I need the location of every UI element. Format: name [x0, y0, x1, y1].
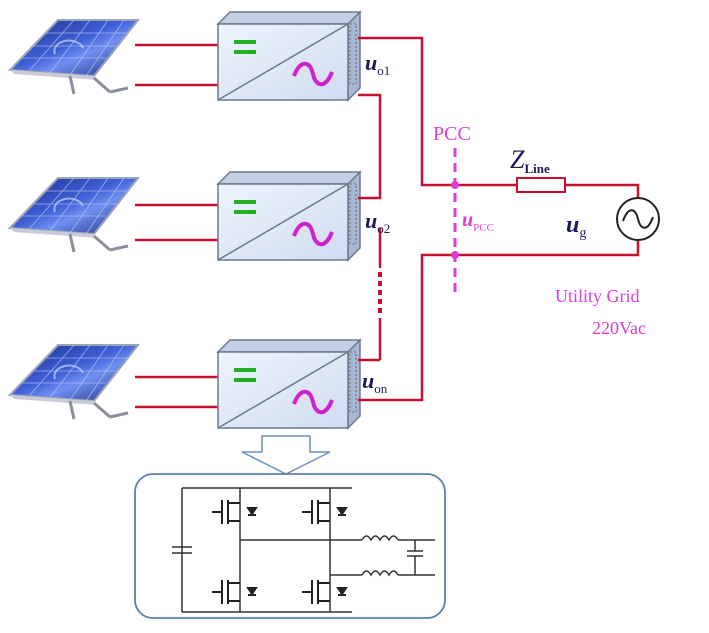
pcc-node-top	[451, 181, 459, 189]
label-utility-grid: Utility Grid	[555, 286, 640, 306]
mosfet-icon-2	[302, 500, 348, 524]
arrow-down-icon	[241, 435, 331, 475]
solar-panel-icon-2	[8, 176, 140, 254]
label-uon: uon	[362, 368, 388, 396]
label-upcc: uPCC	[462, 209, 494, 234]
inverter-box-icon-1	[216, 10, 362, 102]
solar-panel-icon-3	[8, 343, 140, 421]
label-uo2: uo2	[365, 208, 390, 236]
solar-panel-icon-1	[8, 18, 140, 96]
ac-source-icon	[616, 197, 660, 241]
label-voltage: 220Vac	[592, 318, 646, 338]
label-zline: ZLine	[510, 145, 550, 176]
inverter-box-icon-3	[216, 338, 362, 430]
ac-wires	[358, 36, 640, 402]
inverter-box-icon-2	[216, 170, 362, 262]
pcc-node-bottom	[451, 251, 459, 259]
mosfet-icon-4	[302, 580, 348, 604]
label-ug: ug	[566, 212, 586, 241]
ellipsis-dots	[378, 272, 382, 313]
dc-wires	[135, 43, 220, 409]
mosfet-icon-3	[212, 580, 258, 604]
label-uo1: uo1	[365, 50, 390, 78]
mosfet-icon-1	[212, 500, 258, 524]
line-impedance	[516, 177, 566, 193]
label-pcc: PCC	[433, 123, 471, 145]
inverter-circuit-detail	[134, 473, 446, 619]
